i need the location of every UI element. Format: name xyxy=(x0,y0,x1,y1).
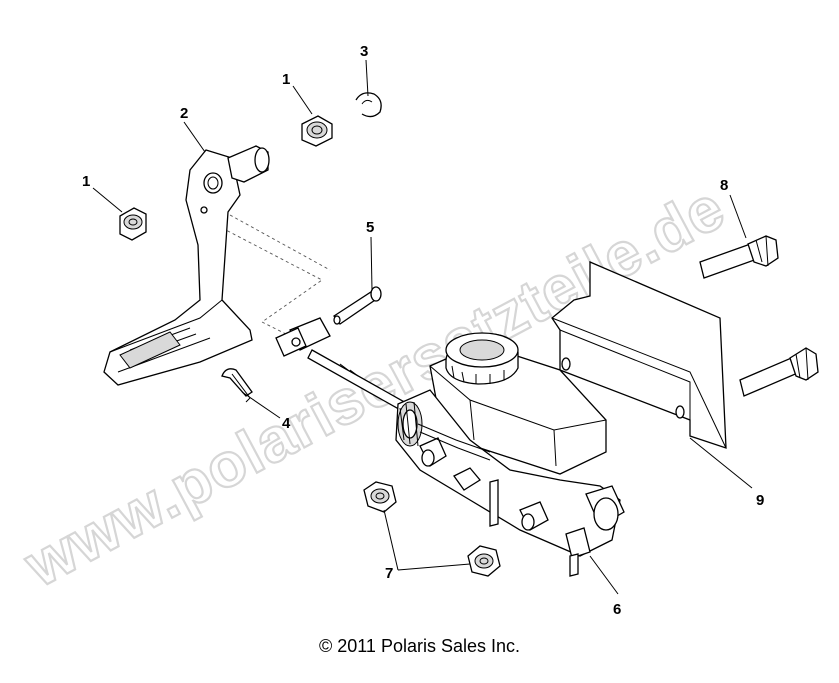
alignment-lines xyxy=(221,214,331,337)
callout-4: 4 xyxy=(282,415,291,432)
callout-2: 2 xyxy=(180,105,188,122)
callout-8: 8 xyxy=(720,177,728,194)
clevis-pin xyxy=(333,286,382,325)
callouts: 1 1 2 3 4 5 6 7 8 9 xyxy=(82,43,764,618)
nut-upper xyxy=(363,481,397,513)
bushing-left xyxy=(119,207,147,241)
callout-9: 9 xyxy=(756,492,764,509)
nut-lower xyxy=(467,545,501,577)
callout-3: 3 xyxy=(360,43,368,60)
e-clip xyxy=(355,92,382,118)
callout-1a: 1 xyxy=(82,173,90,190)
callout-1b: 1 xyxy=(282,71,290,88)
callout-5: 5 xyxy=(366,219,374,236)
bushing-top xyxy=(301,115,333,147)
master-cylinder xyxy=(395,332,625,577)
cotter-pin xyxy=(221,368,253,403)
copyright-notice: © 2011 Polaris Sales Inc. xyxy=(318,636,521,656)
callout-6: 6 xyxy=(613,601,621,618)
push-rod xyxy=(275,317,409,413)
bolt-upper xyxy=(699,235,779,279)
brake-pedal xyxy=(103,145,270,386)
leader-lines xyxy=(92,59,753,595)
bolt-lower xyxy=(739,347,819,397)
callout-7: 7 xyxy=(385,565,393,582)
